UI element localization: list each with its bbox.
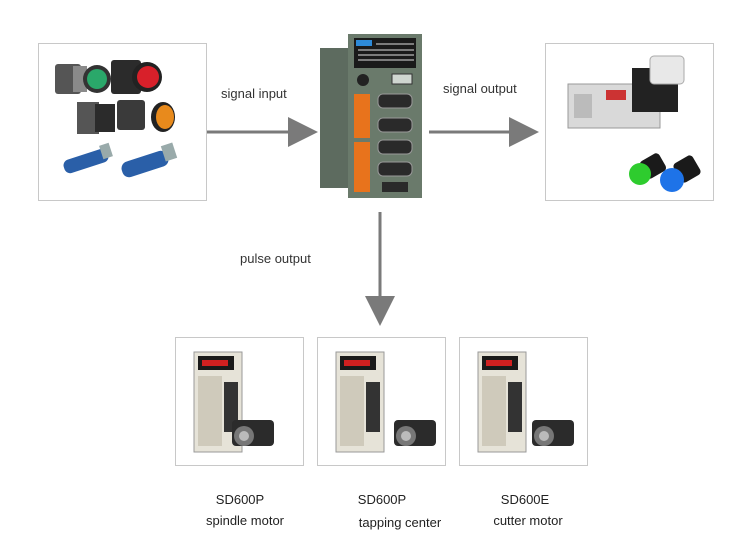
motion-controller [318, 34, 424, 198]
proximity-sensor-icon [63, 142, 113, 174]
drive-1-use: spindle motor [205, 513, 285, 528]
output-devices-box [545, 43, 714, 201]
drive-3-use: cutter motor [493, 513, 563, 528]
drive-1-model: SD600P [215, 492, 265, 507]
red-pushbutton-icon [111, 60, 162, 94]
signal-input-label: signal input [221, 86, 287, 101]
green-pushbutton-icon [55, 64, 111, 94]
drive-2-model: SD600P [357, 492, 407, 507]
controller-illustration [320, 34, 422, 198]
solenoid-valve-icon [567, 55, 685, 129]
servo-drive-illustration [335, 351, 436, 453]
input-devices-box [38, 43, 207, 201]
servo-drive-illustration [193, 351, 274, 453]
pulse-output-label: pulse output [240, 251, 311, 266]
signal-output-label: signal output [443, 81, 517, 96]
servo-drive-box-3 [459, 337, 588, 466]
servo-drive-box-2 [317, 337, 446, 466]
output-devices-illustration [567, 55, 701, 192]
input-devices-illustration [55, 60, 178, 178]
amber-pushbutton-icon [77, 100, 175, 134]
servo-drive-box-1 [175, 337, 304, 466]
servo-drive-illustration [477, 351, 574, 453]
drive-3-model: SD600E [500, 492, 550, 507]
green-indicator-lamp-icon [629, 153, 667, 185]
photoelectric-sensor-icon [121, 142, 178, 178]
drive-2-use: tapping center [358, 515, 442, 530]
blue-indicator-lamp-icon [660, 155, 701, 192]
